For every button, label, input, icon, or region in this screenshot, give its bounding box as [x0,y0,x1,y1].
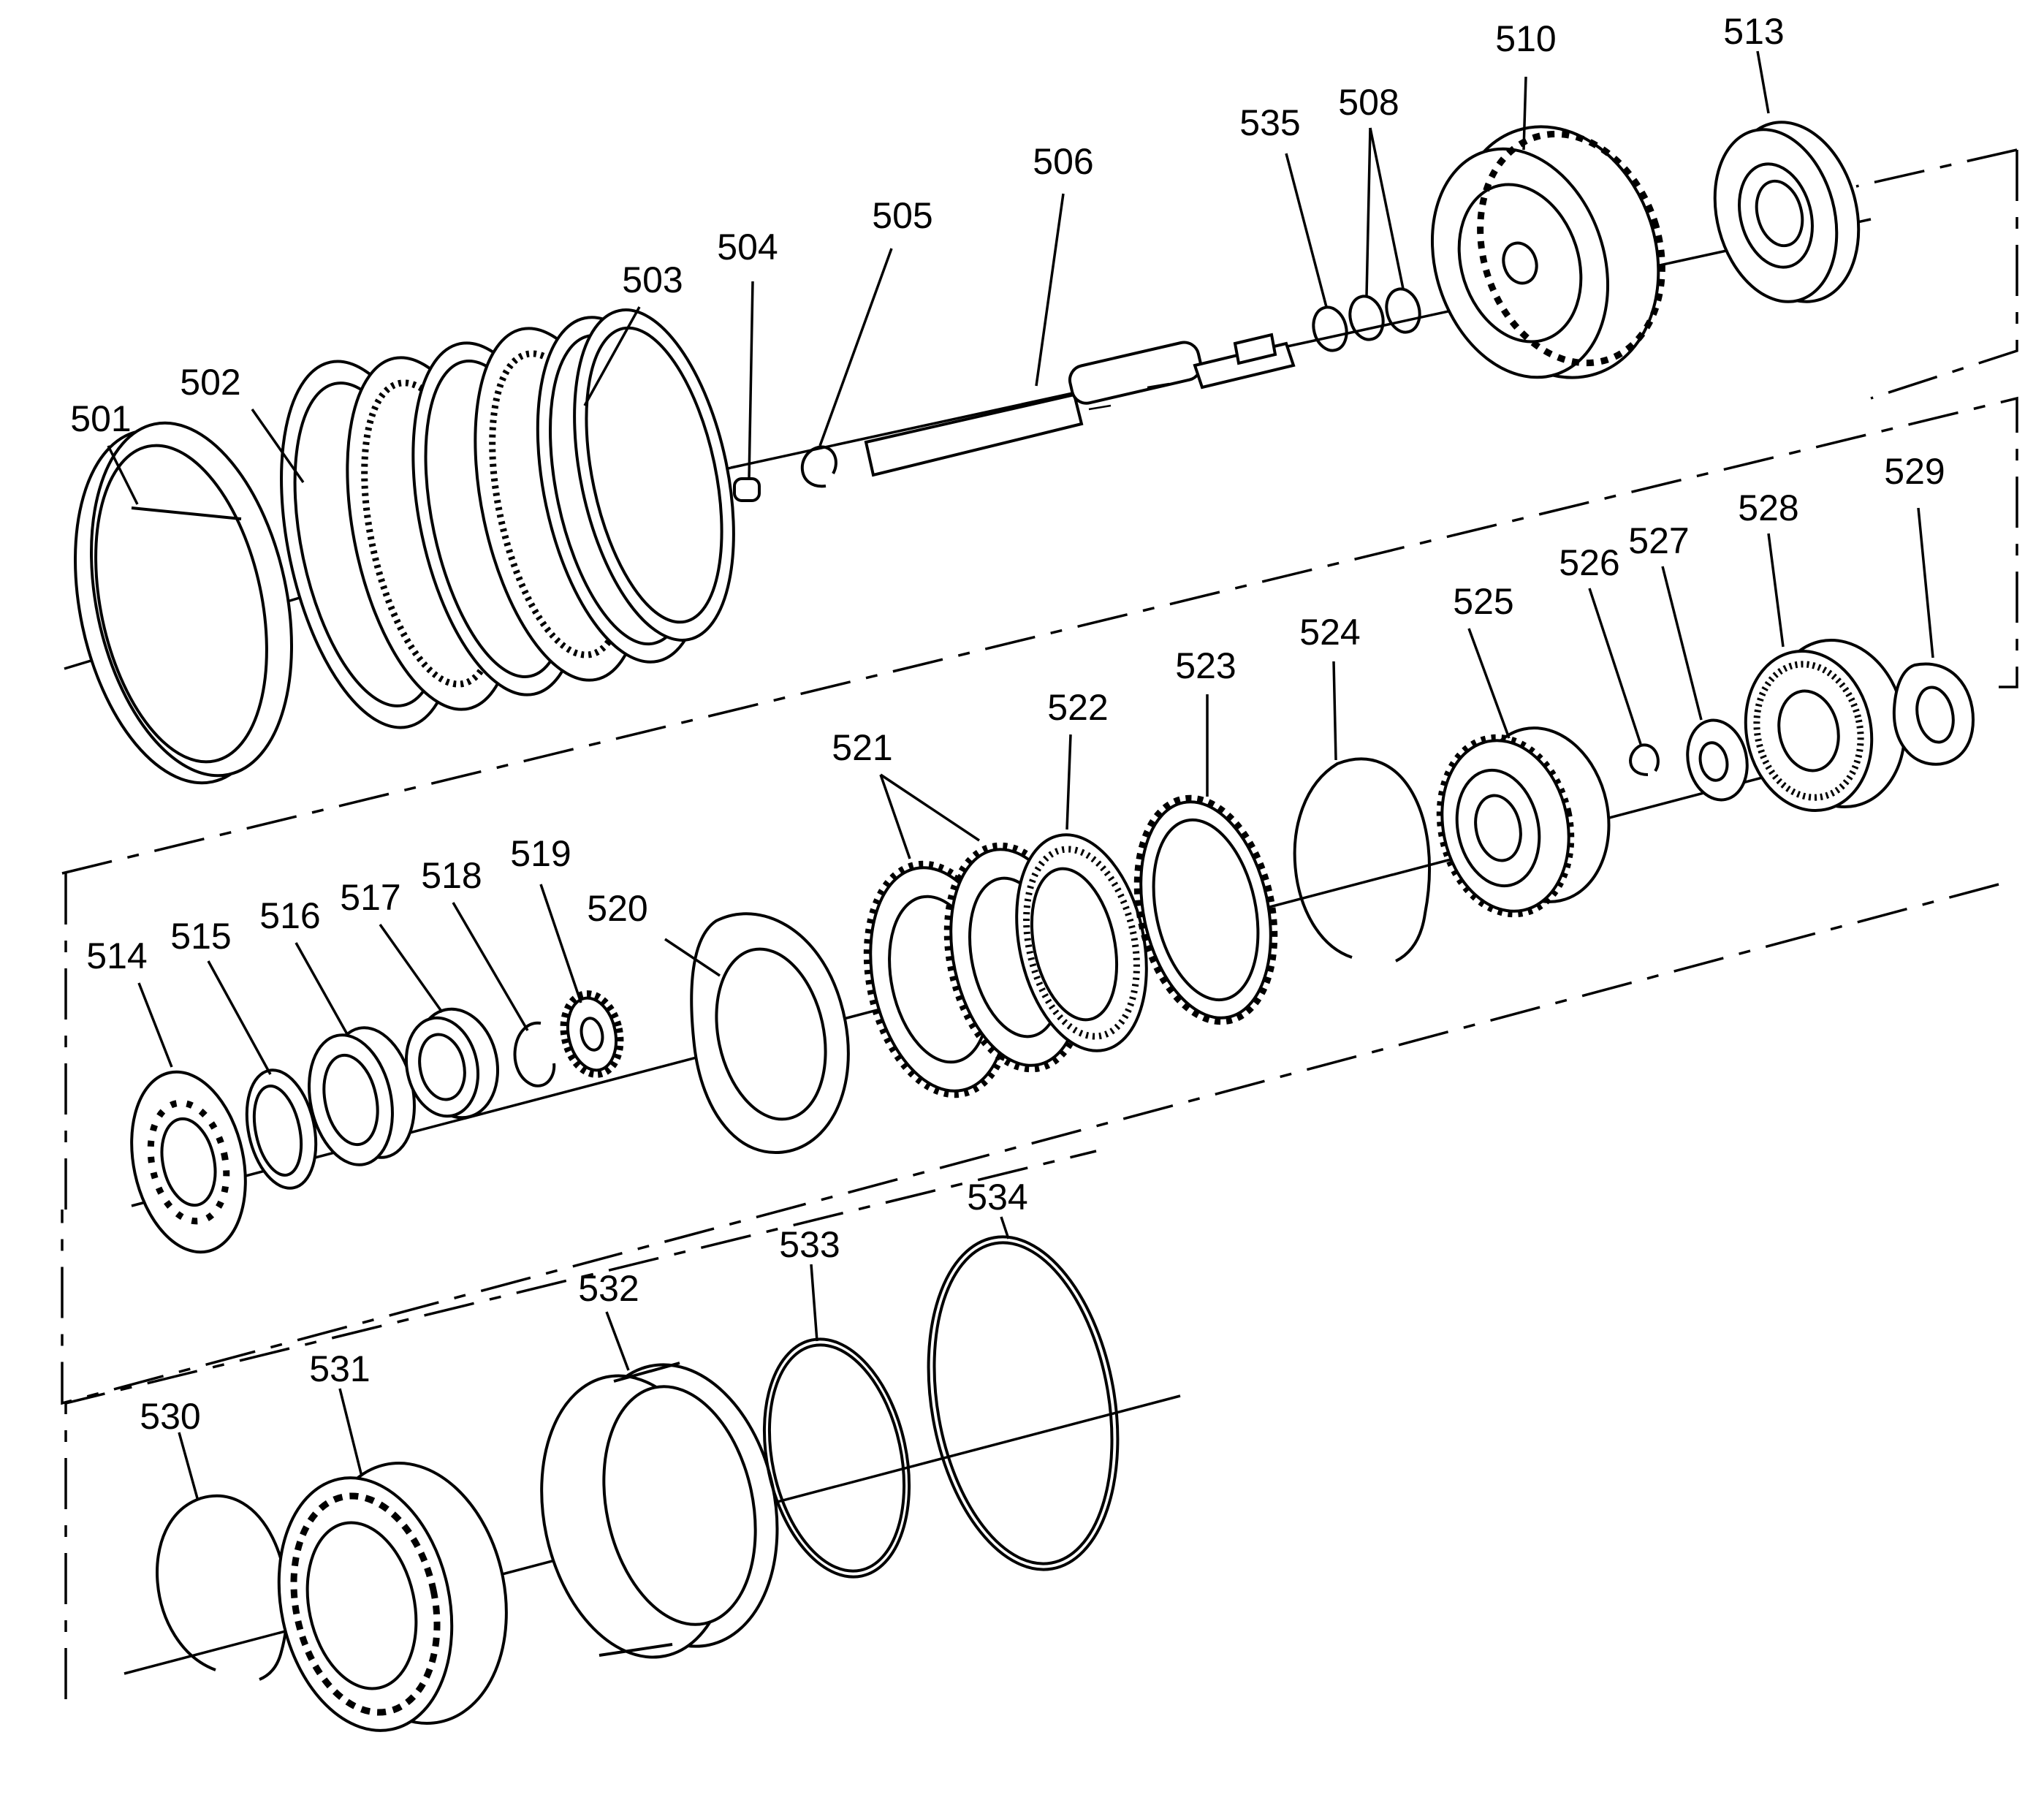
part-510-drum-housing [1430,125,1665,379]
label-504: 504 [717,227,778,267]
part-528-ring-gear [1744,638,1907,813]
part-508-seal-rings [1348,287,1421,341]
part-520-thrust-plate [690,912,850,1154]
part-518-snap-ring [513,1021,556,1087]
part-533-seal-ring [762,1337,911,1579]
part-526-snap-ring [1629,743,1660,776]
label-532: 532 [578,1268,639,1309]
part-503-clutch-plates [536,308,735,664]
label-508: 508 [1338,82,1399,123]
label-531: 531 [309,1348,370,1389]
part-523-clutch-plate [1133,794,1278,1025]
label-529: 529 [1884,451,1945,492]
label-505: 505 [872,195,932,236]
label-522: 522 [1047,687,1108,728]
part-514-spring-washer [130,1070,247,1254]
label-510: 510 [1495,18,1556,59]
part-501-band [74,421,293,785]
part-532-housing [540,1362,779,1659]
label-524: 524 [1299,612,1360,653]
part-513-piston [1713,121,1861,303]
part-506-shaft [864,333,1296,477]
label-535: 535 [1239,102,1300,143]
label-515: 515 [170,916,231,957]
label-525: 525 [1453,581,1513,622]
part-505-snap-ring [800,445,837,488]
label-517: 517 [340,877,400,918]
part-519-gear [560,990,624,1078]
section-dividers [61,148,2018,1699]
part-516-carrier [308,1026,416,1166]
label-534: 534 [967,1177,1027,1218]
label-527: 527 [1628,520,1689,561]
label-519: 519 [510,833,571,874]
label-533: 533 [779,1224,840,1265]
part-517-sprag [404,1007,500,1120]
part-534-seal-ring [927,1235,1120,1571]
part-535-seal-ring [1312,305,1348,352]
label-518: 518 [421,855,482,896]
label-513: 513 [1723,11,1784,52]
label-516: 516 [259,895,320,936]
label-502: 502 [180,362,240,403]
part-529-thrust-washer [1892,662,1975,766]
label-521: 521 [832,727,892,768]
leader-lines [107,50,1934,1499]
label-523: 523 [1175,645,1236,686]
part-515-thrust-washer [245,1068,318,1190]
label-528: 528 [1738,487,1798,528]
label-520: 520 [587,888,647,929]
part-530-snap-ring [156,1494,289,1681]
part-527-thrust-washer [1686,718,1749,802]
label-530: 530 [140,1396,200,1437]
label-514: 514 [86,935,147,976]
part-522-clutch-disc [1015,833,1148,1052]
label-501: 501 [70,398,131,439]
label-526: 526 [1559,542,1619,583]
part-504-bushing [733,477,761,502]
label-503: 503 [622,259,683,300]
label-506: 506 [1033,141,1093,182]
part-531-spring-assembly [277,1462,508,1732]
part-524-snap-ring [1293,757,1432,963]
part-525-planetary-carrier [1436,726,1611,918]
part-labels: 501 502 503 504 505 506 535 508 510 513 … [70,11,1945,1437]
